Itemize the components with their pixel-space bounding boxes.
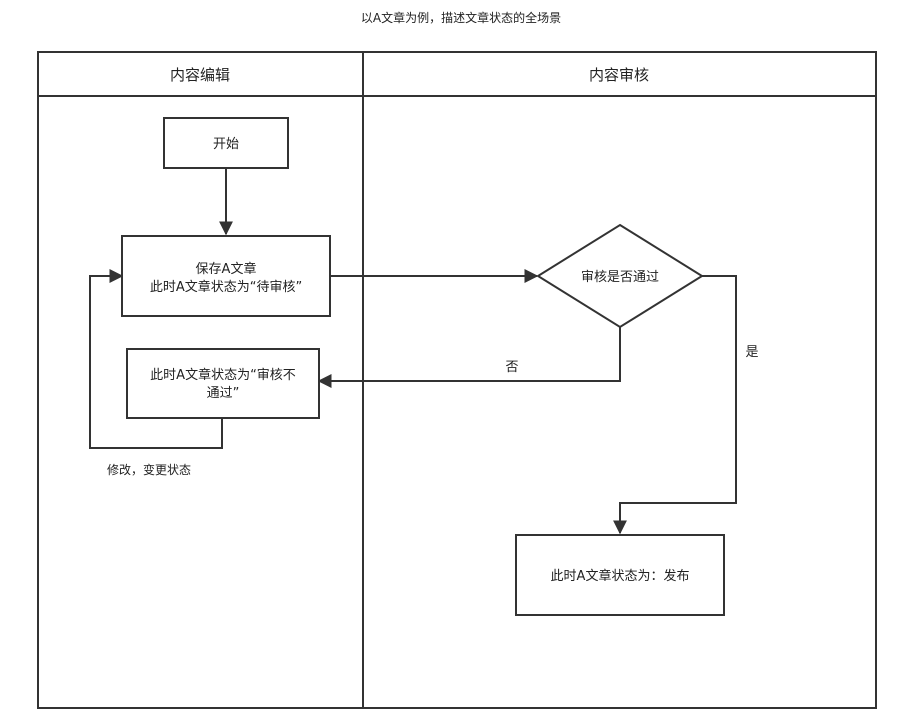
- node-rejected-status: 此时A文章状态为“审核不 通过”: [126, 348, 320, 419]
- edge-label-no: 否: [505, 360, 518, 375]
- node-start: 开始: [163, 117, 289, 169]
- review-decision-label: 审核是否通过: [581, 270, 659, 285]
- node-published-status: 此时A文章状态为：发布: [515, 534, 725, 616]
- edge-rejected-to-save: [89, 269, 223, 449]
- review-decision-diamond: [536, 223, 704, 329]
- edges: [89, 168, 737, 535]
- lane-header-content-editing: 内容编辑: [170, 66, 230, 84]
- edge-label-yes: 是: [745, 345, 758, 360]
- start-label: 开始: [213, 137, 239, 152]
- edge-review-to-published: [613, 275, 737, 535]
- node-save-article: 保存A文章 此时A文章状态为“待审核”: [121, 235, 331, 317]
- swimlane-frame: [37, 51, 877, 709]
- edge-review-to-rejected: [317, 327, 621, 388]
- rejected-status-label-line1: 此时A文章状态为“审核不: [150, 367, 296, 383]
- node-review-decision: 审核是否通过: [536, 223, 704, 329]
- save-article-box: [121, 235, 331, 317]
- start-box: [163, 117, 289, 169]
- swimlane-outer-border: [37, 51, 877, 709]
- rejected-status-box: [126, 348, 320, 419]
- diagram-title: 以A文章为例，描述文章状态的全场景: [361, 10, 561, 25]
- save-article-label-line1: 保存A文章: [196, 261, 257, 277]
- save-article-label-line2: 此时A文章状态为“待审核”: [150, 279, 302, 295]
- published-status-box: [515, 534, 725, 616]
- edge-label-modify: 修改，变更状态: [107, 462, 191, 477]
- lane-header-content-review: 内容审核: [589, 66, 649, 84]
- rejected-status-label-line2: 通过”: [207, 386, 240, 401]
- published-status-label: 此时A文章状态为：发布: [551, 568, 690, 584]
